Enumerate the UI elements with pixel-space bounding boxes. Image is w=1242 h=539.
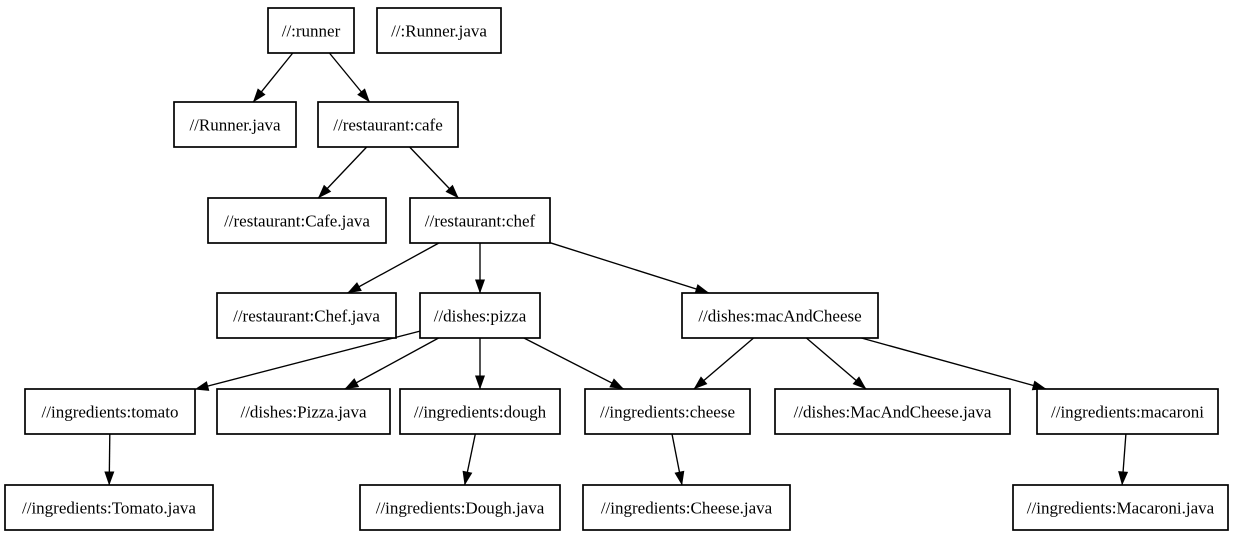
graph-node-box-macaroni-java [1012,484,1229,531]
graph-node-label-dough: //ingredients:dough [414,403,547,422]
graph-edge-mac-and-cheese-to-cheese [693,337,755,390]
graph-edge-tomato-to-tomato-java [104,433,115,486]
graph-node-label-tomato: //ingredients:tomato [42,403,179,422]
graph-node-box-pizza-java [216,388,391,435]
graph-node-label-tomato-java: //ingredients:Tomato.java [22,499,196,518]
graph-node-tomato-java: //ingredients:Tomato.java [4,484,214,531]
graph-node-box-cheese [584,388,751,435]
graph-node-runner-java: //Runner.java [173,101,297,148]
graph-node-label-cheese-java: //ingredients:Cheese.java [601,499,773,518]
graph-node-tomato: //ingredients:tomato [24,388,196,435]
graph-node-box-dough [399,388,561,435]
graph-node-macaroni-java: //ingredients:Macaroni.java [1012,484,1229,531]
graph-node-pizza: //dishes:pizza [419,292,541,339]
graph-node-macaroni: //ingredients:macaroni [1036,388,1219,435]
graph-node-label-cafe-java: //restaurant:Cafe.java [224,212,370,231]
graph-node-label-cheese: //ingredients:cheese [600,403,735,422]
graph-node-label-chef-java: //restaurant:Chef.java [233,307,380,326]
graph-node-box-cheese-java [582,484,791,531]
graph-node-box-tomato [24,388,196,435]
graph-edge-chef-to-chef-java [347,242,440,294]
graph-edge-macaroni-to-macaroni-java [1118,433,1129,486]
graph-node-label-dough-java: //ingredients:Dough.java [376,499,545,518]
graph-node-cafe-java: //restaurant:Cafe.java [207,197,387,244]
graph-edge-pizza-to-pizza-java [344,337,439,390]
graph-node-dough: //ingredients:dough [399,388,561,435]
graph-node-box-chef [409,197,551,244]
graph-edge-cheese-to-cheese-java [671,433,685,486]
graph-edge-mac-and-cheese-to-mac-and-cheese-java [805,337,867,390]
graph-node-pizza-java: //dishes:Pizza.java [216,388,391,435]
graph-node-box-chef-java [216,292,397,339]
graph-node-label-mac-and-cheese: //dishes:macAndCheese [698,307,861,326]
graph-node-label-macaroni-java: //ingredients:Macaroni.java [1027,499,1215,518]
graph-node-box-dough-java [359,484,561,531]
graph-edge-cafe-to-cafe-java [317,146,368,199]
graph-node-cheese-java: //ingredients:Cheese.java [582,484,791,531]
graph-node-box-pizza [419,292,541,339]
graph-node-box-cafe [317,101,459,148]
graph-node-label-cafe: //restaurant:cafe [333,116,443,135]
graph-edge-pizza-to-tomato [194,330,421,391]
graph-node-box-macaroni [1036,388,1219,435]
graph-node-box-mac-and-cheese [681,292,879,339]
graph-node-mac-and-cheese-java: //dishes:MacAndCheese.java [774,388,1011,435]
graph-node-dough-java: //ingredients:Dough.java [359,484,561,531]
graph-node-label-runner: //:runner [282,22,341,41]
graph-node-box-runner-java [173,101,297,148]
graph-node-chef-java: //restaurant:Chef.java [216,292,397,339]
graph-node-box-runner-java-file [376,7,502,54]
graph-node-mac-and-cheese: //dishes:macAndCheese [681,292,879,339]
graph-node-runner: //:runner [267,7,355,54]
graph-node-runner-java-file: //:Runner.java [376,7,502,54]
graph-node-label-runner-java-file: //:Runner.java [391,22,487,41]
graph-node-box-tomato-java [4,484,214,531]
graph-node-label-pizza: //dishes:pizza [434,307,527,326]
graph-node-cafe: //restaurant:cafe [317,101,459,148]
graph-edge-runner-to-runner-java [252,52,294,103]
graph-edges-layer [104,52,1129,486]
graph-node-label-chef: //restaurant:chef [425,212,536,231]
graph-node-box-runner [267,7,355,54]
graph-node-box-cafe-java [207,197,387,244]
graph-node-box-mac-and-cheese-java [774,388,1011,435]
graph-node-label-runner-java: //Runner.java [189,116,281,135]
graph-node-label-pizza-java: //dishes:Pizza.java [240,403,367,422]
graph-edge-cafe-to-chef [409,146,459,199]
graph-edge-dough-to-dough-java [462,433,476,486]
graph-node-label-mac-and-cheese-java: //dishes:MacAndCheese.java [794,403,992,422]
graph-node-cheese: //ingredients:cheese [584,388,751,435]
graph-node-chef: //restaurant:chef [409,197,551,244]
graph-edge-pizza-to-cheese [523,337,625,390]
graph-edge-mac-and-cheese-to-macaroni [861,337,1047,391]
graph-edge-runner-to-cafe [328,52,371,103]
graph-nodes-layer: //:runner //:Runner.java //Runner.java //re… [4,7,1229,531]
graph-node-label-macaroni: //ingredients:macaroni [1051,403,1204,422]
graph-edge-chef-to-mac-and-cheese [549,242,710,294]
